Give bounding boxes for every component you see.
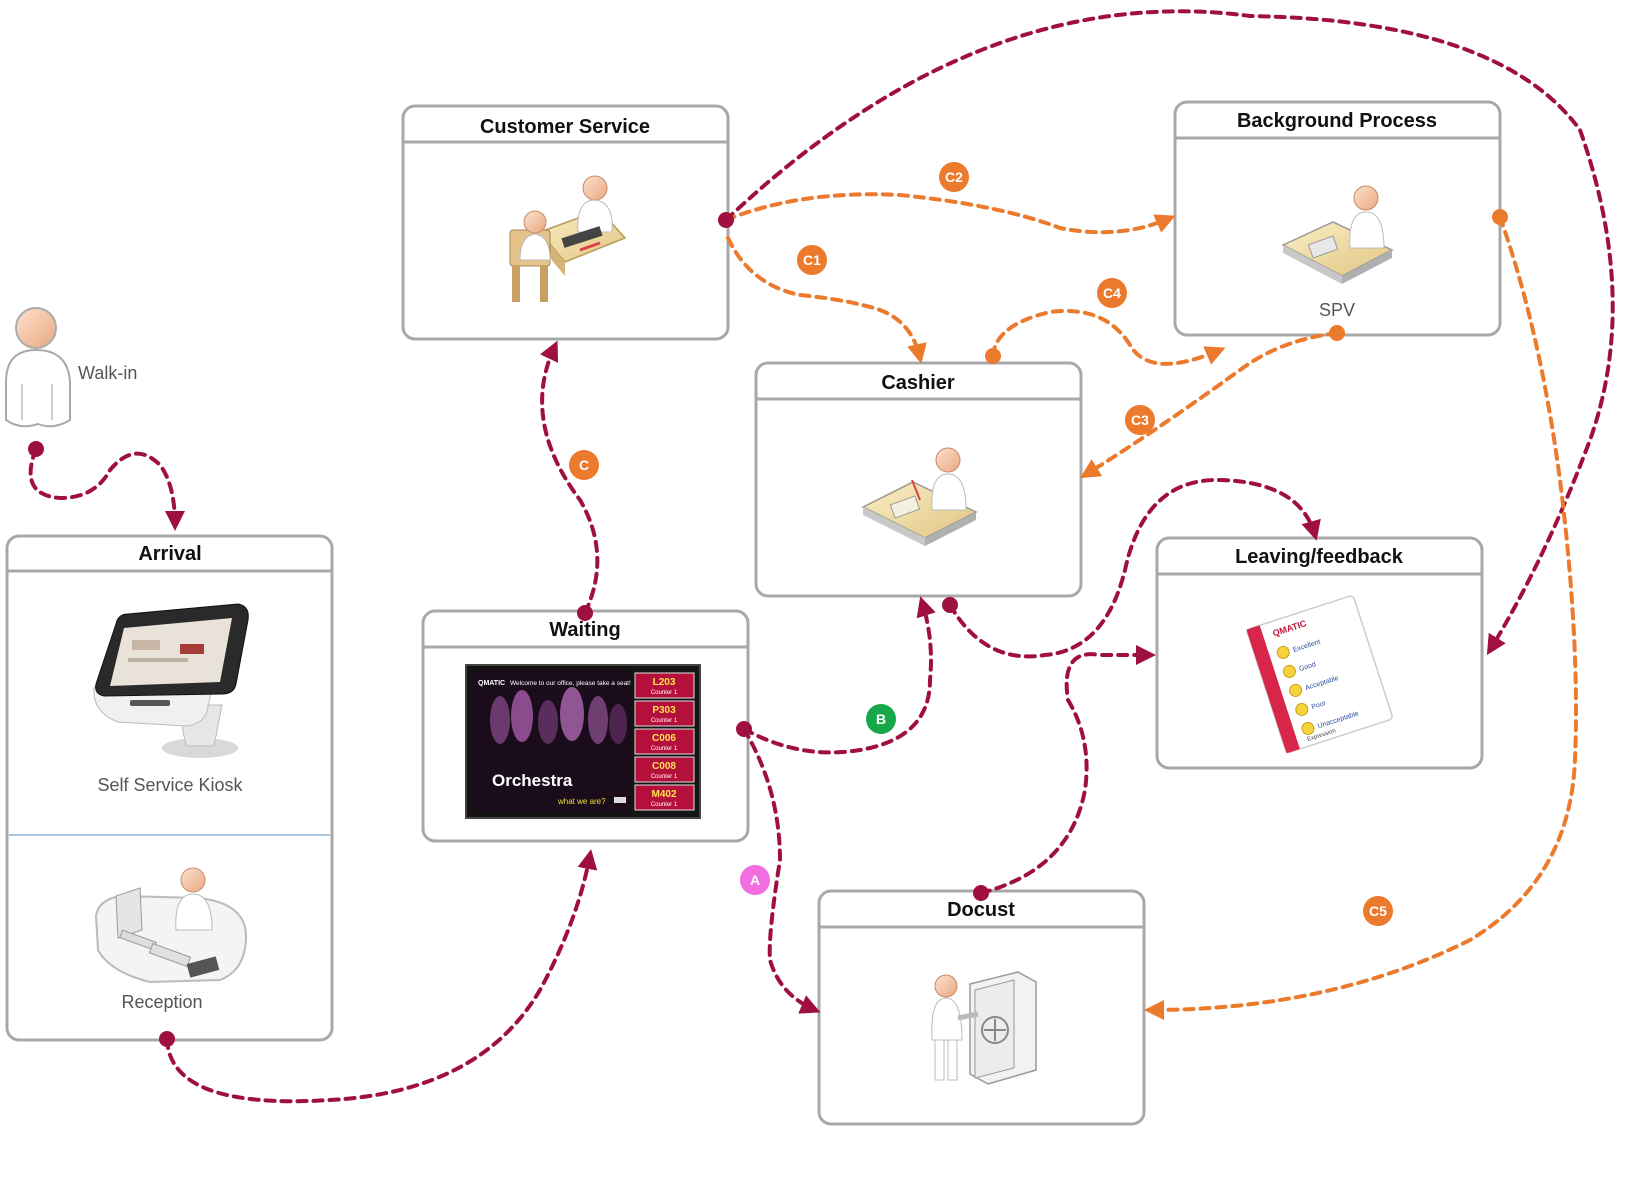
- svg-text:C5: C5: [1369, 903, 1387, 919]
- flow-c2-customer-service-to-background: [724, 192, 1176, 235]
- desk-worker-icon: [1281, 185, 1394, 284]
- screen-subtitle: what we are?: [557, 797, 606, 806]
- ticket-number: P303: [652, 705, 676, 716]
- orchestra-silhouettes: [490, 687, 627, 744]
- kiosk-caption: Self Service Kiosk: [97, 775, 243, 795]
- badge-c2: C2: [939, 162, 969, 192]
- reception-desk-icon: [94, 867, 248, 984]
- waiting-box[interactable]: Waiting QMATIC Welcome to our office, pl…: [421, 609, 750, 843]
- service-desk-icon: [509, 175, 627, 302]
- arrival-title: Arrival: [138, 543, 201, 565]
- ticket-number: M402: [651, 789, 676, 800]
- badge-c5: C5: [1363, 896, 1393, 926]
- flow-docust-to-leaving: [979, 645, 1156, 895]
- flow-waiting-to-docust: [742, 727, 821, 1014]
- flow-cashier-to-leaving: [948, 477, 1321, 659]
- badge-a: A: [740, 865, 770, 895]
- smiley-face-icon: [1282, 664, 1296, 678]
- svg-text:C4: C4: [1103, 285, 1121, 301]
- flow-walkin-to-arrival: [28, 447, 185, 531]
- flow-c5-background-to-docust: [1144, 215, 1578, 1020]
- svg-text:A: A: [750, 872, 760, 888]
- feedback-option-label: Poor: [1311, 700, 1328, 711]
- screen-brand: QMATIC: [478, 680, 505, 687]
- flow-waiting-to-cashier: [742, 596, 936, 755]
- waiting-screen: QMATIC Welcome to our office, please tak…: [465, 664, 701, 819]
- background-process-title: Background Process: [1237, 110, 1437, 132]
- feedback-card: QMATIC ExcellentGoodAcceptablePoorUnacce…: [1246, 595, 1393, 754]
- background-process-box[interactable]: Background Process SPV: [1173, 100, 1502, 337]
- svg-text:C1: C1: [803, 252, 821, 268]
- safe-vault-icon: [931, 971, 1037, 1085]
- leaving-feedback-title: Leaving/feedback: [1235, 546, 1404, 568]
- smiley-face-icon: [1276, 645, 1290, 659]
- svg-text:C3: C3: [1131, 412, 1149, 428]
- flow-c4-cashier-to-background: [991, 309, 1226, 366]
- docust-box[interactable]: Docust: [817, 889, 1146, 1126]
- svg-text:C2: C2: [945, 169, 963, 185]
- ticket-counter: Counter 1: [651, 802, 678, 808]
- smiley-face-icon: [1301, 721, 1315, 735]
- waiting-title: Waiting: [549, 619, 620, 641]
- flow-c3-background-to-cashier: [1079, 331, 1339, 479]
- badge-c3: C3: [1125, 405, 1155, 435]
- smiley-face-icon: [1289, 683, 1303, 697]
- ticket-number: C008: [652, 761, 676, 772]
- screen-orchestra-title: Orchestra: [492, 771, 573, 790]
- leaving-feedback-box[interactable]: Leaving/feedback QMATIC ExcellentGoodAcc…: [1155, 536, 1484, 770]
- walk-in-person-icon: [5, 307, 71, 428]
- ticket-number: L203: [653, 677, 676, 688]
- badge-c: C: [569, 450, 599, 480]
- svg-text:C: C: [579, 457, 589, 473]
- badge-c4: C4: [1097, 278, 1127, 308]
- badge-b: B: [866, 704, 896, 734]
- cashier-title: Cashier: [881, 372, 955, 394]
- cashier-worker-icon: [861, 447, 978, 546]
- ticket-counter: Counter 1: [651, 690, 678, 696]
- connector-dots: [28, 209, 1508, 1047]
- feedback-option-label: Good: [1298, 661, 1317, 673]
- screen-welcome: Welcome to our office, please take a sea…: [510, 680, 631, 687]
- badge-c1: C1: [797, 245, 827, 275]
- cashier-box[interactable]: Cashier: [754, 361, 1083, 598]
- docust-title: Docust: [947, 899, 1015, 921]
- customer-service-box[interactable]: Customer Service: [401, 104, 730, 341]
- flow-waiting-to-customer-service: [539, 340, 600, 615]
- arrival-box[interactable]: Arrival Self Service Kiosk Reception: [5, 534, 334, 1042]
- flow-arrival-to-waiting: [165, 849, 598, 1104]
- flow-customer-service-to-leaving: [724, 9, 1615, 656]
- ticket-number: C006: [652, 733, 676, 744]
- walk-in-label: Walk-in: [78, 363, 137, 383]
- customer-service-title: Customer Service: [480, 116, 650, 138]
- reception-caption: Reception: [121, 992, 202, 1012]
- ticket-counter: Counter 1: [651, 746, 678, 752]
- flow-c1-customer-service-to-cashier: [726, 236, 927, 364]
- ticket-counter: Counter 1: [651, 718, 678, 724]
- smiley-face-icon: [1295, 702, 1309, 716]
- ticket-counter: Counter 1: [651, 774, 678, 780]
- self-service-kiosk-icon: [93, 603, 249, 758]
- svg-text:B: B: [876, 711, 886, 727]
- spv-caption: SPV: [1319, 300, 1355, 320]
